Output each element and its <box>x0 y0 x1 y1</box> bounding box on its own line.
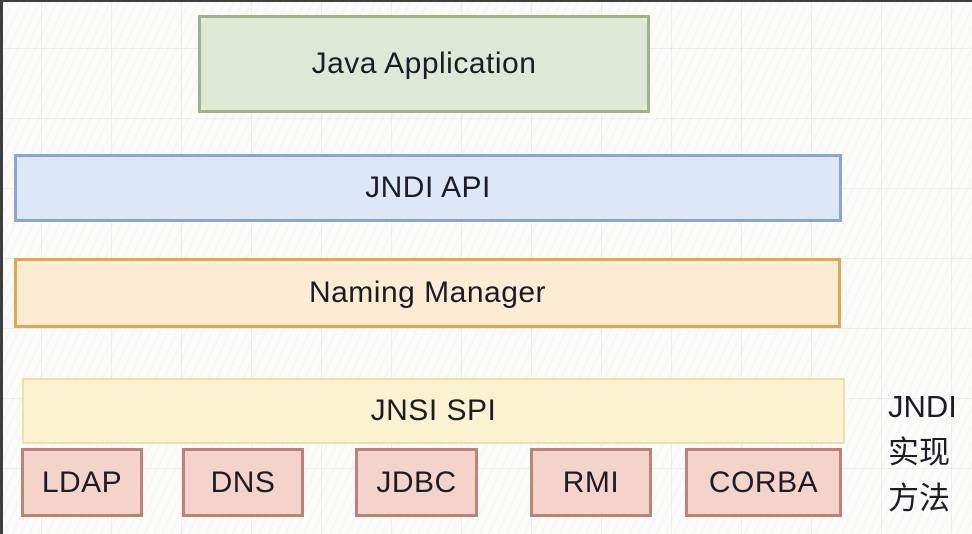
provider-jdbc: JDBC <box>355 448 478 517</box>
side-annotation-line: 实现 <box>888 435 950 470</box>
layer-label: JNDI API <box>365 171 491 204</box>
side-annotation-line: 方法 <box>888 481 950 516</box>
layer-label: Naming Manager <box>308 276 547 309</box>
provider-dns: DNS <box>182 448 304 517</box>
provider-label: JDBC <box>376 465 457 499</box>
layer-jnsi-spi: JNSI SPI <box>22 378 845 444</box>
provider-ldap: LDAP <box>21 448 143 517</box>
layer-label: Java Application <box>311 47 537 80</box>
provider-corba: CORBA <box>685 448 842 517</box>
layer-jndi-api: JNDI API <box>14 154 842 222</box>
provider-label: DNS <box>210 465 276 499</box>
provider-label: CORBA <box>708 465 819 499</box>
provider-label: LDAP <box>41 465 123 499</box>
layer-java-application: Java Application <box>198 15 650 113</box>
layer-label: JNSI SPI <box>370 394 497 427</box>
layer-naming-manager: Naming Manager <box>14 258 841 328</box>
side-annotation-line: JNDI <box>888 389 957 424</box>
side-annotation: JNDI 实现 方法 <box>888 384 957 522</box>
provider-label: RMI <box>562 465 620 499</box>
provider-rmi: RMI <box>530 448 652 517</box>
